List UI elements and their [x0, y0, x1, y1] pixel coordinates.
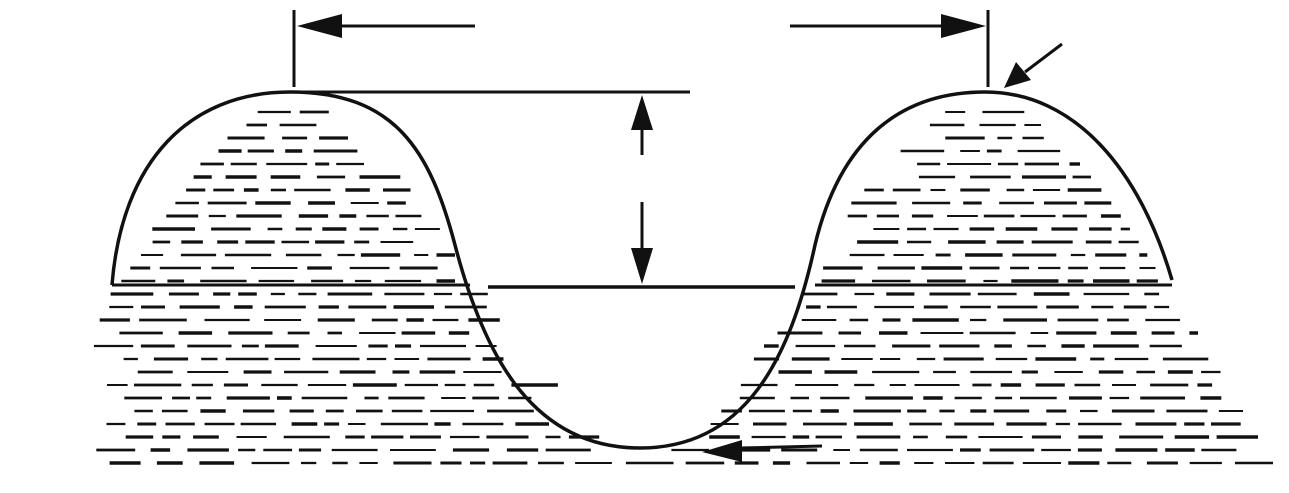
wave-profile: [110, 90, 1174, 450]
trough-pointer-head: [702, 440, 742, 462]
crest-pointer-shaft: [1024, 42, 1063, 74]
wavelength-dimension: [292, 10, 990, 87]
crest-pointer-head: [1004, 62, 1031, 88]
trough-pointer-arrow: [702, 440, 823, 462]
wavelength-arrowhead-right: [941, 14, 986, 38]
trough-pointer-shaft: [739, 444, 823, 450]
height-arrowhead-down: [631, 248, 653, 284]
height-arrowhead-up: [631, 95, 653, 130]
water-hatching: [93, 110, 1273, 465]
crest-pointer-arrow: [1004, 42, 1063, 88]
wavelength-arrowhead-left: [297, 14, 342, 38]
wave-height-dimension: [300, 90, 795, 289]
